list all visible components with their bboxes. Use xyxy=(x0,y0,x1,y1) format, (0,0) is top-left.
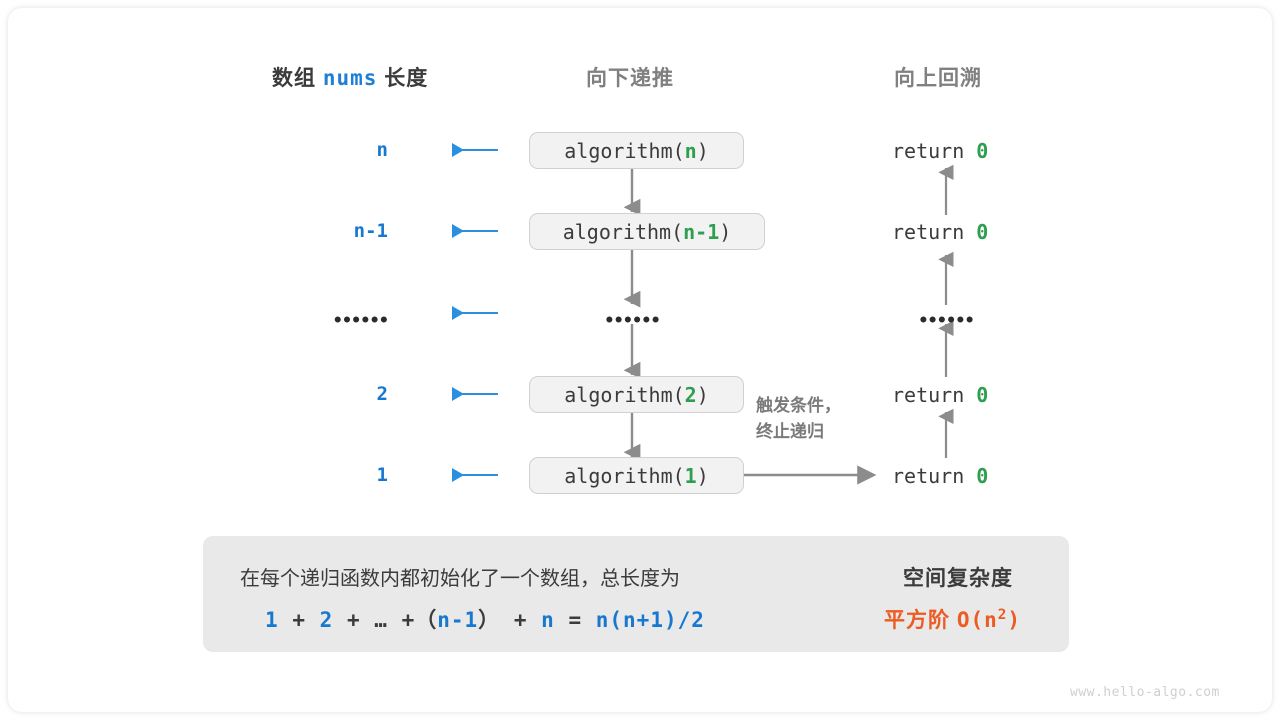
call-text-prefix: algorithm( xyxy=(564,138,685,163)
formula-term-5: n xyxy=(541,608,555,632)
summary-formula: 1 + 2 + … +（n-1） + n = n(n+1)/2 xyxy=(265,604,705,634)
return-keyword: return xyxy=(892,139,965,163)
return-label-row-3: return 0 xyxy=(892,383,988,407)
formula-result: n(n+1)/2 xyxy=(595,608,705,632)
call-arg: 1 xyxy=(684,463,697,488)
header-left-suffix: 长度 xyxy=(384,67,429,90)
length-label-row-0: n xyxy=(376,139,388,161)
return-label-row-4: return 0 xyxy=(892,464,988,488)
ellipsis-left: •••••• xyxy=(332,311,389,331)
return-keyword: return xyxy=(892,383,965,407)
length-label-row-3: 2 xyxy=(376,383,388,405)
termination-note-line1: 触发条件， xyxy=(756,396,841,415)
header-left-prefix: 数组 xyxy=(272,67,316,90)
summary-panel: 在每个递归函数内都初始化了一个数组，总长度为 1 + 2 + … +（n-1） … xyxy=(203,536,1069,652)
formula-equals: = xyxy=(568,608,583,632)
formula-lparen: （ xyxy=(415,609,438,632)
formula-op-4: + xyxy=(513,608,528,632)
diagram-card: 数组 nums 长度 向下递推 向上回溯 n algorithm(n) retu… xyxy=(8,8,1272,712)
result-value-exponent: 2 xyxy=(997,607,1008,623)
call-text-suffix: ) xyxy=(719,219,732,244)
ellipsis-right: •••••• xyxy=(918,311,974,331)
call-box-row-3: algorithm(2) xyxy=(529,376,744,413)
result-value-close: ) xyxy=(1007,608,1022,632)
call-arg: n-1 xyxy=(683,219,720,244)
return-value: 0 xyxy=(976,220,989,244)
termination-note-line2: 终止递归 xyxy=(756,422,824,442)
header-left-mono: nums xyxy=(322,66,378,90)
result-title: 空间复杂度 xyxy=(903,567,1013,590)
formula-op-1: + xyxy=(292,608,306,632)
formula-term-4: n-1 xyxy=(437,608,479,632)
formula-ellipsis: … xyxy=(374,608,388,632)
return-keyword: return xyxy=(892,464,965,488)
length-label-row-4: 1 xyxy=(376,464,388,486)
formula-term-2: 2 xyxy=(319,608,334,632)
call-text-suffix: ) xyxy=(696,463,709,488)
call-box-row-0: algorithm(n) xyxy=(529,132,744,169)
call-text-prefix: algorithm( xyxy=(564,382,685,407)
return-value: 0 xyxy=(976,139,989,163)
header-right: 向上回溯 xyxy=(894,67,982,90)
return-label-row-0: return 0 xyxy=(892,139,988,163)
return-keyword: return xyxy=(892,220,965,244)
call-text-suffix: ) xyxy=(696,382,709,407)
header-left: 数组 nums 长度 xyxy=(272,62,428,92)
call-arg: 2 xyxy=(684,382,697,407)
length-label-row-1: n-1 xyxy=(353,220,388,242)
return-value: 0 xyxy=(976,464,989,488)
call-text-suffix: ) xyxy=(696,138,709,163)
call-text-prefix: algorithm( xyxy=(564,463,685,488)
return-value: 0 xyxy=(976,383,989,407)
ellipsis-middle: •••••• xyxy=(604,311,660,331)
formula-op-3: + xyxy=(401,608,416,632)
summary-description: 在每个递归函数内都初始化了一个数组，总长度为 xyxy=(240,568,680,590)
call-box-row-1: algorithm(n-1) xyxy=(529,213,765,250)
result-value-bigo: O(n xyxy=(956,608,998,632)
result-value: 平方阶 O(n2) xyxy=(884,604,1021,634)
return-label-row-1: return 0 xyxy=(892,220,988,244)
result-value-cn: 平方阶 xyxy=(884,609,950,632)
call-text-prefix: algorithm( xyxy=(562,219,684,244)
formula-rparen: ） xyxy=(478,609,501,632)
call-box-row-4: algorithm(1) xyxy=(529,457,744,494)
watermark: www.hello-algo.com xyxy=(1070,685,1220,700)
formula-op-2: + xyxy=(346,608,361,632)
formula-term-1: 1 xyxy=(265,608,279,632)
call-arg: n xyxy=(684,138,697,163)
header-middle: 向下递推 xyxy=(586,67,674,90)
termination-note: 触发条件， 终止递归 xyxy=(756,393,841,446)
